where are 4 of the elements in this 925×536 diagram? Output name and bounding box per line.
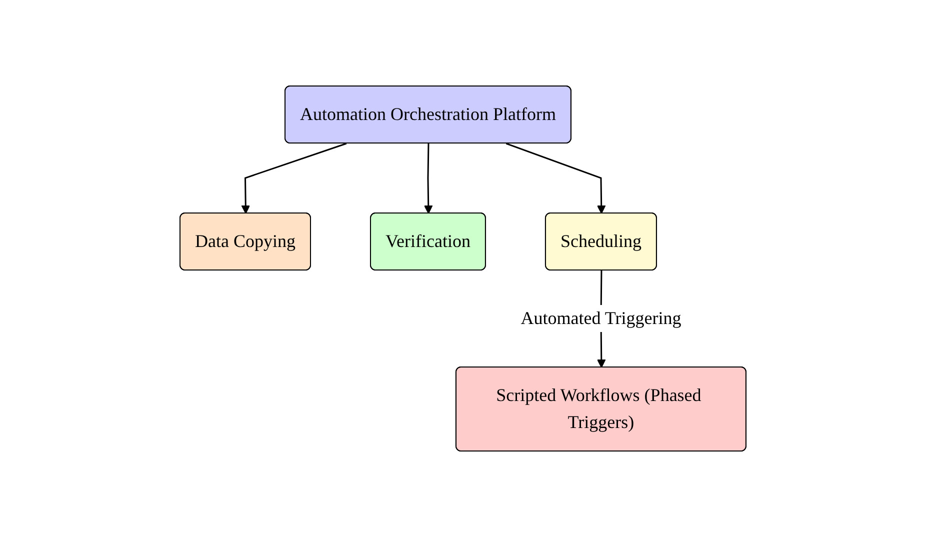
edge-label: Automated Triggering bbox=[520, 308, 681, 328]
arrow bbox=[505, 142, 606, 214]
arrow bbox=[424, 142, 432, 214]
arrow bbox=[240, 142, 346, 214]
